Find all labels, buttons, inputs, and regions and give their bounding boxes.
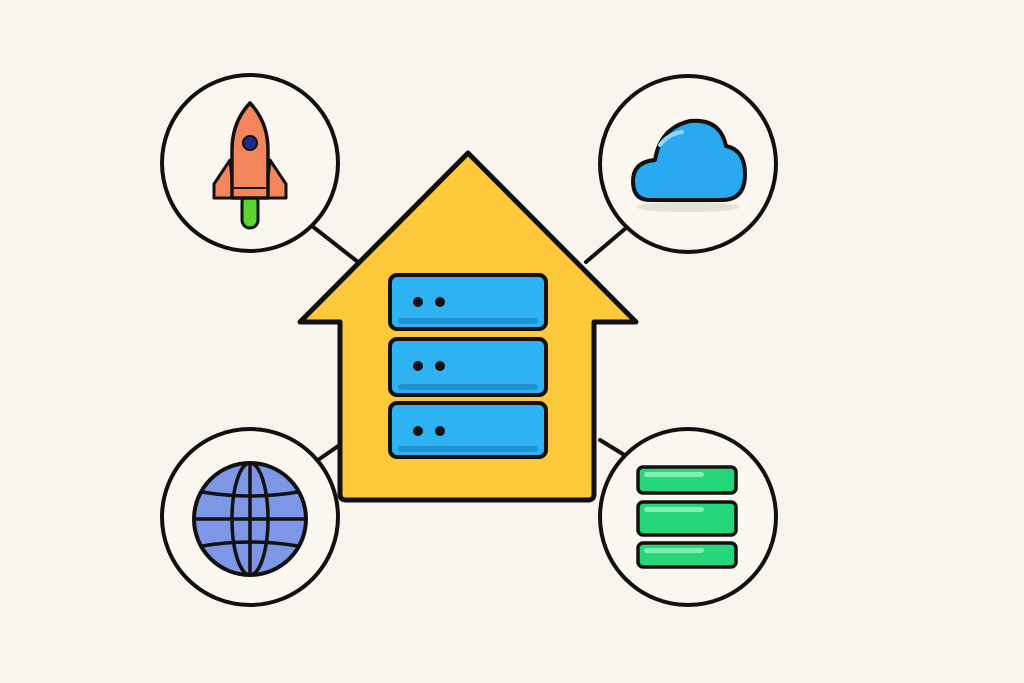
connector-top-right <box>584 226 628 264</box>
server-unit-2 <box>388 337 548 397</box>
connector-lines <box>310 224 628 462</box>
stack-node <box>598 427 778 607</box>
stack-bar-2 <box>636 500 738 537</box>
stack-bar-1 <box>636 465 738 495</box>
database-stack-icon <box>636 465 738 569</box>
cloud-node <box>598 74 778 254</box>
rocket-node <box>160 73 340 253</box>
server-rack-icon <box>388 273 548 459</box>
connector-bottom-right <box>598 438 628 458</box>
rocket-icon <box>212 101 288 230</box>
globe-icon <box>192 461 308 577</box>
stack-bar-3 <box>636 541 738 569</box>
globe-node <box>160 427 340 607</box>
server-unit-3 <box>388 401 548 459</box>
server-unit-1 <box>388 273 548 331</box>
house-hub <box>297 150 639 503</box>
connector-top-left <box>310 224 360 264</box>
cloud-icon <box>631 118 747 212</box>
